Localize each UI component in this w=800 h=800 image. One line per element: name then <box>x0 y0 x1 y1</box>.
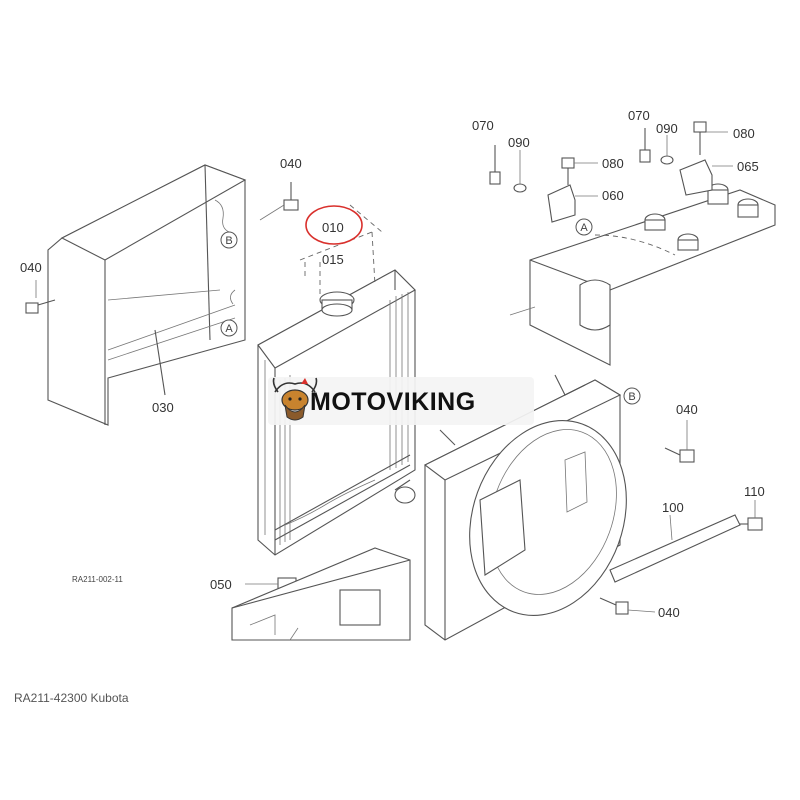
label-015: 015 <box>322 252 344 267</box>
label-080-left: 080 <box>602 156 624 171</box>
bracket-065 <box>679 159 733 196</box>
label-090-left: 090 <box>508 135 530 150</box>
callout-b-fan: B <box>623 387 641 405</box>
caption: RA211-42300 Kubota <box>14 691 129 705</box>
label-070-right: 070 <box>628 108 650 123</box>
label-040-bottom: 040 <box>658 605 680 620</box>
label-010: 010 <box>322 220 344 235</box>
shroud-030 <box>47 164 247 426</box>
bolt-040-bottom <box>599 597 656 615</box>
lower-frame <box>231 547 411 641</box>
label-040-top: 040 <box>280 156 302 171</box>
svg-text:A: A <box>580 222 588 234</box>
fan-shroud <box>423 374 627 641</box>
washer-090-right <box>660 135 674 165</box>
washer-090-left <box>513 150 527 193</box>
bolt-040-left <box>25 280 56 314</box>
svg-text:B: B <box>225 235 232 247</box>
label-060: 060 <box>602 188 624 203</box>
label-070-left: 070 <box>472 118 494 133</box>
svg-text:B: B <box>628 391 635 403</box>
bolt-080-right <box>693 121 728 155</box>
callout-a-shroud: A <box>220 319 238 337</box>
brand-text: MOTOVIKING <box>310 388 476 416</box>
frame-bracket <box>509 183 776 366</box>
bolt-080-left <box>561 157 598 185</box>
label-040-right: 040 <box>676 402 698 417</box>
svg-text:A: A <box>225 323 233 335</box>
label-040-left: 040 <box>20 260 42 275</box>
bolt-040-top <box>259 182 299 221</box>
bracket-060 <box>547 184 598 223</box>
highlight-circle-010 <box>305 205 363 245</box>
label-050: 050 <box>210 577 232 592</box>
drawing-number: RA211-002-11 <box>72 575 123 584</box>
radiator-cap-015 <box>304 262 355 317</box>
watermark: MOTOVIKING <box>268 377 534 425</box>
callout-b-shroud: B <box>220 231 238 249</box>
label-065: 065 <box>737 159 759 174</box>
viking-helmet-icon <box>272 377 318 421</box>
bolt-070-left <box>489 145 501 185</box>
bolt-110 <box>740 500 763 531</box>
stay-100 <box>609 514 741 583</box>
label-100: 100 <box>662 500 684 515</box>
bolt-070-right <box>639 128 651 163</box>
callout-a-frame: A <box>575 218 593 236</box>
label-030: 030 <box>152 400 174 415</box>
label-080-right: 080 <box>733 126 755 141</box>
bolt-040-right <box>664 420 695 463</box>
label-110: 110 <box>744 484 765 499</box>
label-090-right: 090 <box>656 121 678 136</box>
